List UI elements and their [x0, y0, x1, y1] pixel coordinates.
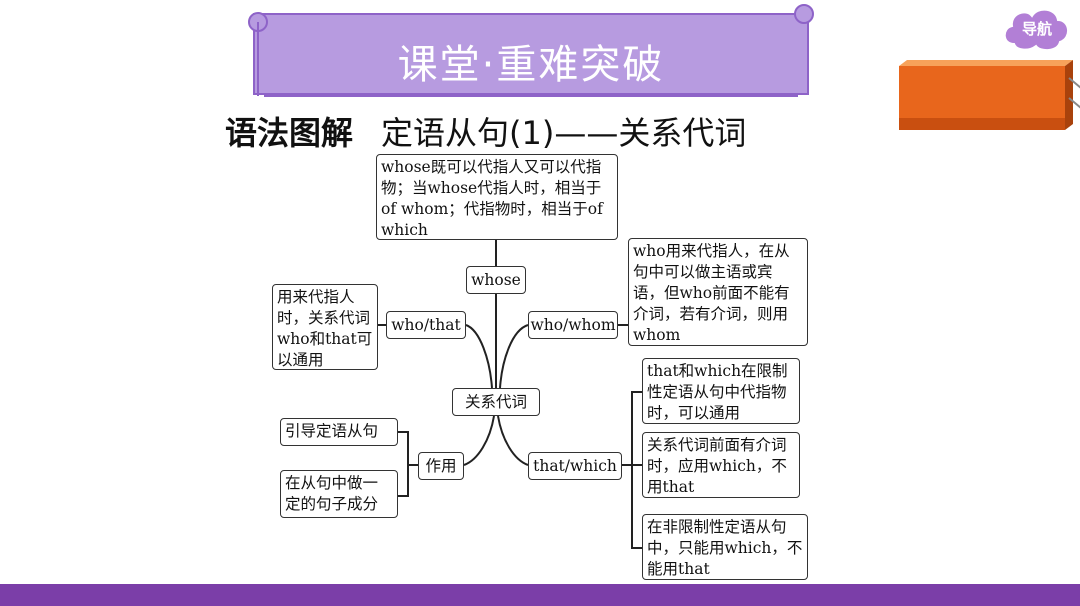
banner-title: 课堂·重难突破 — [397, 42, 665, 88]
that-which-note-2: 关系代词前面有介词时，应用which，不用that — [642, 432, 800, 498]
nav-button[interactable]: 导航 — [1000, 4, 1074, 54]
that-which-node: that/which — [528, 452, 622, 480]
decorative-3d-bar — [893, 58, 1080, 138]
heading-label: 语法图解 — [225, 114, 354, 152]
nav-label: 导航 — [1021, 20, 1052, 38]
whose-node: whose — [466, 266, 526, 294]
banner-scroll-shape — [248, 4, 814, 97]
who-whom-node: who/whom — [528, 311, 618, 339]
center-node: 关系代词 — [452, 388, 540, 416]
cloud-icon — [1003, 8, 1069, 52]
function-node: 作用 — [418, 452, 464, 480]
section-heading: 语法图解定语从句(1)——关系代词 — [225, 108, 746, 154]
title-banner: 课堂·重难突破 — [246, 4, 816, 102]
footer-bar — [0, 584, 1080, 606]
who-whom-note: who用来代指人，在从句中可以做主语或宾语，但who前面不能有介词，若有介词，则… — [628, 238, 808, 346]
who-that-note: 用来代指人时，关系代词who和that可以通用 — [272, 284, 378, 370]
who-that-node: who/that — [386, 311, 466, 339]
that-which-note-1: that和which在限制性定语从句中代指物时，可以通用 — [642, 358, 800, 424]
function-note-1: 引导定语从句 — [280, 418, 398, 446]
function-note-2: 在从句中做一定的句子成分 — [280, 470, 398, 518]
heading-topic: 定语从句(1)——关系代词 — [381, 114, 747, 152]
that-which-note-3: 在非限制性定语从句中，只能用which，不能用that — [642, 514, 808, 580]
whose-note: whose既可以代指人又可以代指物；当whose代指人时，相当于of whom；… — [376, 154, 618, 240]
bar-shape — [899, 60, 1080, 130]
